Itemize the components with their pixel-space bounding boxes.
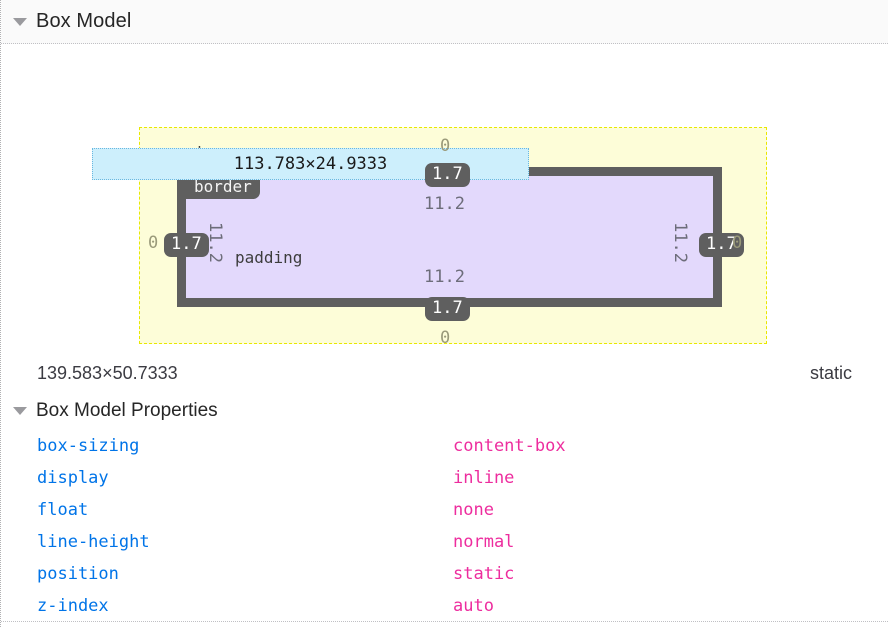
border-region-label: border — [186, 176, 260, 199]
triangle-down-icon[interactable] — [13, 17, 27, 26]
margin-bottom-value[interactable]: 0 — [440, 328, 451, 348]
table-row[interactable]: box-sizing content-box — [1, 430, 888, 462]
property-name: display — [37, 468, 109, 488]
padding-left-value[interactable]: 11.2 — [205, 222, 225, 263]
box-model-section-header[interactable]: Box Model — [1, 0, 888, 44]
element-position-label: static — [809, 362, 852, 383]
box-model-properties-header[interactable]: Box Model Properties — [1, 396, 888, 426]
box-model-diagram: margin border padding 113.783×24.9333 0 … — [1, 44, 888, 348]
table-row[interactable]: line-height normal — [1, 526, 888, 558]
property-name: float — [37, 500, 89, 520]
property-value[interactable]: none — [453, 500, 494, 520]
property-name: box-sizing — [37, 436, 140, 456]
padding-right-value[interactable]: 11.2 — [670, 222, 690, 263]
margin-right-value[interactable]: 0 — [732, 233, 743, 253]
page-title: Box Model — [36, 10, 132, 32]
triangle-down-icon[interactable] — [13, 407, 27, 415]
table-row[interactable]: float none — [1, 494, 888, 526]
border-bottom-value[interactable]: 1.7 — [425, 297, 470, 321]
content-size-label: 113.783×24.9333 — [233, 154, 388, 174]
padding-region-label: padding — [235, 248, 303, 267]
table-row[interactable]: display inline — [1, 462, 888, 494]
table-row[interactable]: z-index auto — [1, 590, 888, 622]
property-value[interactable]: content-box — [453, 436, 566, 456]
padding-top-value[interactable]: 11.2 — [424, 194, 465, 214]
properties-section-title: Box Model Properties — [36, 400, 218, 421]
property-name: z-index — [37, 596, 109, 616]
property-value[interactable]: static — [453, 564, 515, 584]
box-model-summary: 139.583×50.7333 static — [1, 357, 888, 389]
property-value[interactable]: inline — [453, 468, 515, 488]
bottom-divider — [1, 621, 888, 622]
border-right-value[interactable]: 1.7 — [699, 233, 744, 257]
border-left-value[interactable]: 1.7 — [164, 233, 209, 257]
margin-left-value[interactable]: 0 — [148, 233, 159, 253]
box-model-properties-list: box-sizing content-box display inline fl… — [1, 430, 888, 622]
table-row[interactable]: position static — [1, 558, 888, 590]
property-name: position — [37, 564, 119, 584]
margin-top-value[interactable]: 0 — [440, 136, 451, 156]
border-top-value[interactable]: 1.7 — [425, 163, 470, 187]
property-value[interactable]: normal — [453, 532, 515, 552]
property-name: line-height — [37, 532, 150, 552]
property-value[interactable]: auto — [453, 596, 494, 616]
element-dimensions-label: 139.583×50.7333 — [37, 362, 178, 383]
padding-bottom-value[interactable]: 11.2 — [424, 267, 465, 287]
